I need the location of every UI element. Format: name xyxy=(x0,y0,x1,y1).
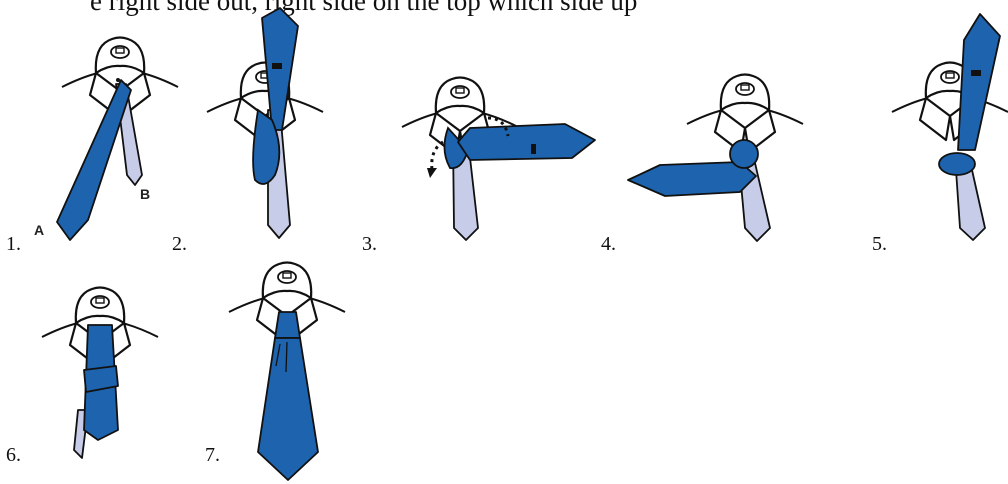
step-number: 1. xyxy=(6,233,21,256)
step-number: 2. xyxy=(172,233,187,256)
step-2-illustration xyxy=(207,8,323,238)
step-number: 5. xyxy=(872,233,887,256)
step-number: 3. xyxy=(362,233,377,256)
step-6-illustration xyxy=(42,288,158,459)
step-4-illustration xyxy=(628,75,803,242)
step-3-illustration xyxy=(402,78,595,241)
step-number: 7. xyxy=(205,444,220,467)
end-label-b: B xyxy=(140,186,150,202)
step-7-illustration xyxy=(229,263,345,481)
step-number: 6. xyxy=(6,444,21,467)
step-1-illustration xyxy=(57,38,178,241)
end-label-a: A xyxy=(34,222,44,238)
step-5-illustration xyxy=(892,14,1008,240)
step-number: 4. xyxy=(601,233,616,256)
